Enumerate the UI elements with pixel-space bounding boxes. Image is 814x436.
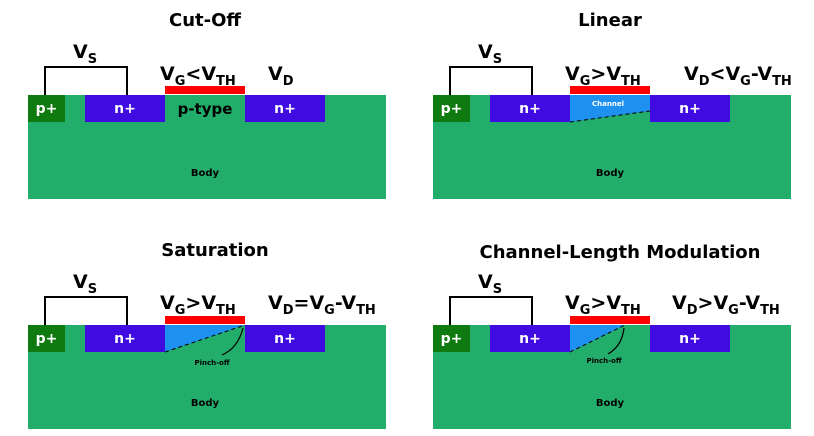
source-n-plus-label: n+ — [114, 331, 136, 347]
vg-condition-label: VG>VTH — [565, 292, 641, 318]
p-plus-label: p+ — [36, 331, 58, 347]
body-region — [433, 325, 791, 429]
gate-electrode — [570, 316, 650, 324]
source-n-plus-label: n+ — [114, 101, 136, 117]
gate-electrode — [165, 86, 245, 94]
panel-saturation: p+ n+ n+ Pinch-off Body Saturation VS VG… — [28, 240, 386, 429]
channel-boundary — [164, 324, 246, 353]
panel-title: Cut-Off — [169, 10, 241, 31]
vs-label: VS — [478, 41, 502, 67]
pinch-off-label: Pinch-off — [586, 357, 621, 365]
vg-condition-label: VG<VTH — [160, 63, 236, 89]
body-label: Body — [191, 398, 220, 409]
source-n-plus-label: n+ — [519, 331, 541, 347]
vs-label: VS — [73, 41, 97, 67]
pinch-off-pointer — [607, 327, 625, 355]
body-label: Body — [596, 168, 625, 179]
p-plus-region — [433, 95, 470, 122]
p-plus-region — [28, 95, 65, 122]
drain-n-plus-region — [650, 325, 730, 352]
panel-cut-off: p+ n+ n+ p-type Body Cut-Off VS VG<VTH V… — [28, 10, 386, 199]
drain-n-plus-label: n+ — [679, 101, 701, 117]
pinch-off-pointer — [221, 327, 244, 356]
vd-label: VD — [268, 63, 294, 89]
body-region — [28, 325, 386, 429]
p-plus-region — [433, 325, 470, 352]
source-n-plus-region — [490, 95, 570, 122]
vd-condition-label: VD=VG-VTH — [268, 292, 376, 318]
gate-electrode — [570, 86, 650, 94]
source-body-wire — [449, 66, 533, 95]
panel-title: Saturation — [161, 240, 269, 261]
vd-condition-label: VD>VG-VTH — [672, 292, 780, 318]
vg-condition-label: VG>VTH — [565, 63, 641, 89]
p-plus-label: p+ — [441, 331, 463, 347]
panel-title: Channel-Length Modulation — [480, 242, 761, 263]
gate-electrode — [165, 316, 245, 324]
source-n-plus-region — [490, 325, 570, 352]
pinch-off-label: Pinch-off — [194, 359, 229, 367]
drain-n-plus-label: n+ — [274, 331, 296, 347]
channel-region — [570, 95, 650, 122]
channel-boundary — [569, 324, 626, 353]
vd-condition-label: VD<VG-VTH — [684, 63, 792, 89]
p-plus-label: p+ — [441, 101, 463, 117]
p-plus-region — [28, 325, 65, 352]
source-n-plus-region — [85, 95, 165, 122]
source-n-plus-region — [85, 325, 165, 352]
source-body-wire — [449, 296, 533, 325]
drain-n-plus-region — [650, 95, 730, 122]
drain-n-plus-region — [245, 325, 325, 352]
source-body-wire — [44, 66, 128, 95]
body-label: Body — [191, 168, 220, 179]
vs-label: VS — [478, 271, 502, 297]
source-n-plus-label: n+ — [519, 101, 541, 117]
vs-label: VS — [73, 271, 97, 297]
vg-condition-label: VG>VTH — [160, 292, 236, 318]
panel-linear: p+ n+ n+ Channel Body Linear VS VG>VTH V… — [433, 10, 792, 199]
p-type-label: p-type — [178, 100, 233, 118]
drain-n-plus-label: n+ — [679, 331, 701, 347]
panel-channel-length-modulation: p+ n+ n+ Pinch-off Body Channel-Length M… — [433, 242, 791, 429]
drain-n-plus-label: n+ — [274, 101, 296, 117]
channel-label: Channel — [592, 100, 624, 108]
source-body-wire — [44, 296, 128, 325]
body-label: Body — [596, 398, 625, 409]
p-plus-label: p+ — [36, 101, 58, 117]
panel-title: Linear — [578, 10, 642, 31]
drain-n-plus-region — [245, 95, 325, 122]
